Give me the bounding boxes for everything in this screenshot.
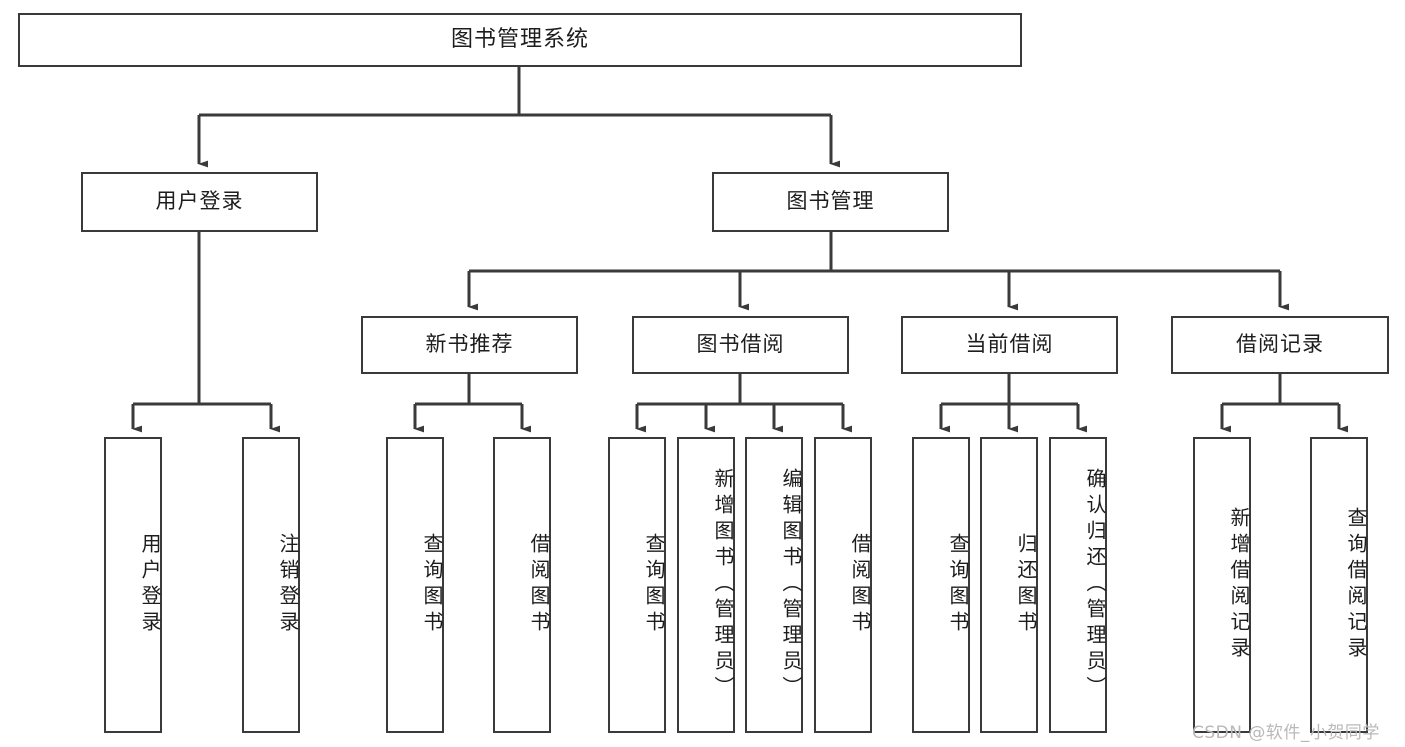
node-label: 编辑图书（管理员） bbox=[779, 468, 803, 702]
node-leaf-confirm-return[interactable]: 确认归还（管理员） bbox=[1049, 437, 1107, 733]
node-current-borrow[interactable]: 当前借阅 bbox=[901, 316, 1118, 374]
node-leaf-user-login[interactable]: 用户登录 bbox=[104, 437, 162, 733]
node-label: 用户登录 bbox=[138, 533, 162, 637]
node-root-book-management-system[interactable]: 图书管理系统 bbox=[18, 13, 1022, 67]
node-label: 图书借阅 bbox=[696, 332, 785, 357]
node-label: 归还图书 bbox=[1014, 533, 1038, 637]
node-user-login[interactable]: 用户登录 bbox=[81, 172, 318, 232]
node-book-management[interactable]: 图书管理 bbox=[712, 172, 949, 232]
node-label: 当前借阅 bbox=[965, 332, 1054, 357]
node-label: 查询借阅记录 bbox=[1344, 507, 1368, 663]
node-label: 新增借阅记录 bbox=[1227, 507, 1251, 663]
node-label: 借阅图书 bbox=[527, 533, 551, 637]
node-leaf-query-borrow-record[interactable]: 查询借阅记录 bbox=[1310, 437, 1368, 733]
node-leaf-logout-login[interactable]: 注销登录 bbox=[242, 437, 300, 733]
node-leaf-edit-book[interactable]: 编辑图书（管理员） bbox=[745, 437, 803, 733]
node-label: 新增图书（管理员） bbox=[711, 468, 735, 702]
node-leaf-add-borrow-record[interactable]: 新增借阅记录 bbox=[1193, 437, 1251, 733]
node-label: 查询图书 bbox=[420, 533, 444, 637]
node-leaf-query-book-new-recommend[interactable]: 查询图书 bbox=[386, 437, 444, 733]
node-leaf-query-book-borrow[interactable]: 查询图书 bbox=[608, 437, 666, 733]
node-borrow-record[interactable]: 借阅记录 bbox=[1171, 316, 1389, 374]
node-book-borrow[interactable]: 图书借阅 bbox=[632, 316, 849, 374]
node-label: 借阅图书 bbox=[848, 533, 872, 637]
node-leaf-query-book-current[interactable]: 查询图书 bbox=[912, 437, 970, 733]
node-leaf-return-book[interactable]: 归还图书 bbox=[980, 437, 1038, 733]
node-label: 确认归还（管理员） bbox=[1083, 468, 1107, 702]
node-label: 查询图书 bbox=[946, 533, 970, 637]
node-label: 图书管理 bbox=[786, 189, 875, 214]
node-leaf-borrow-book-new-recommend[interactable]: 借阅图书 bbox=[493, 437, 551, 733]
node-label: 查询图书 bbox=[642, 533, 666, 637]
node-label: 注销登录 bbox=[276, 533, 300, 637]
node-label: 借阅记录 bbox=[1236, 332, 1324, 357]
node-leaf-add-book[interactable]: 新增图书（管理员） bbox=[677, 437, 735, 733]
node-label: 新书推荐 bbox=[425, 332, 514, 357]
node-leaf-borrow-book[interactable]: 借阅图书 bbox=[814, 437, 872, 733]
node-label: 图书管理系统 bbox=[450, 26, 589, 52]
node-new-book-recommend[interactable]: 新书推荐 bbox=[361, 316, 578, 374]
node-label: 用户登录 bbox=[155, 189, 244, 214]
csdn-watermark: CSDN @软件_小贺同学 bbox=[1192, 723, 1380, 743]
